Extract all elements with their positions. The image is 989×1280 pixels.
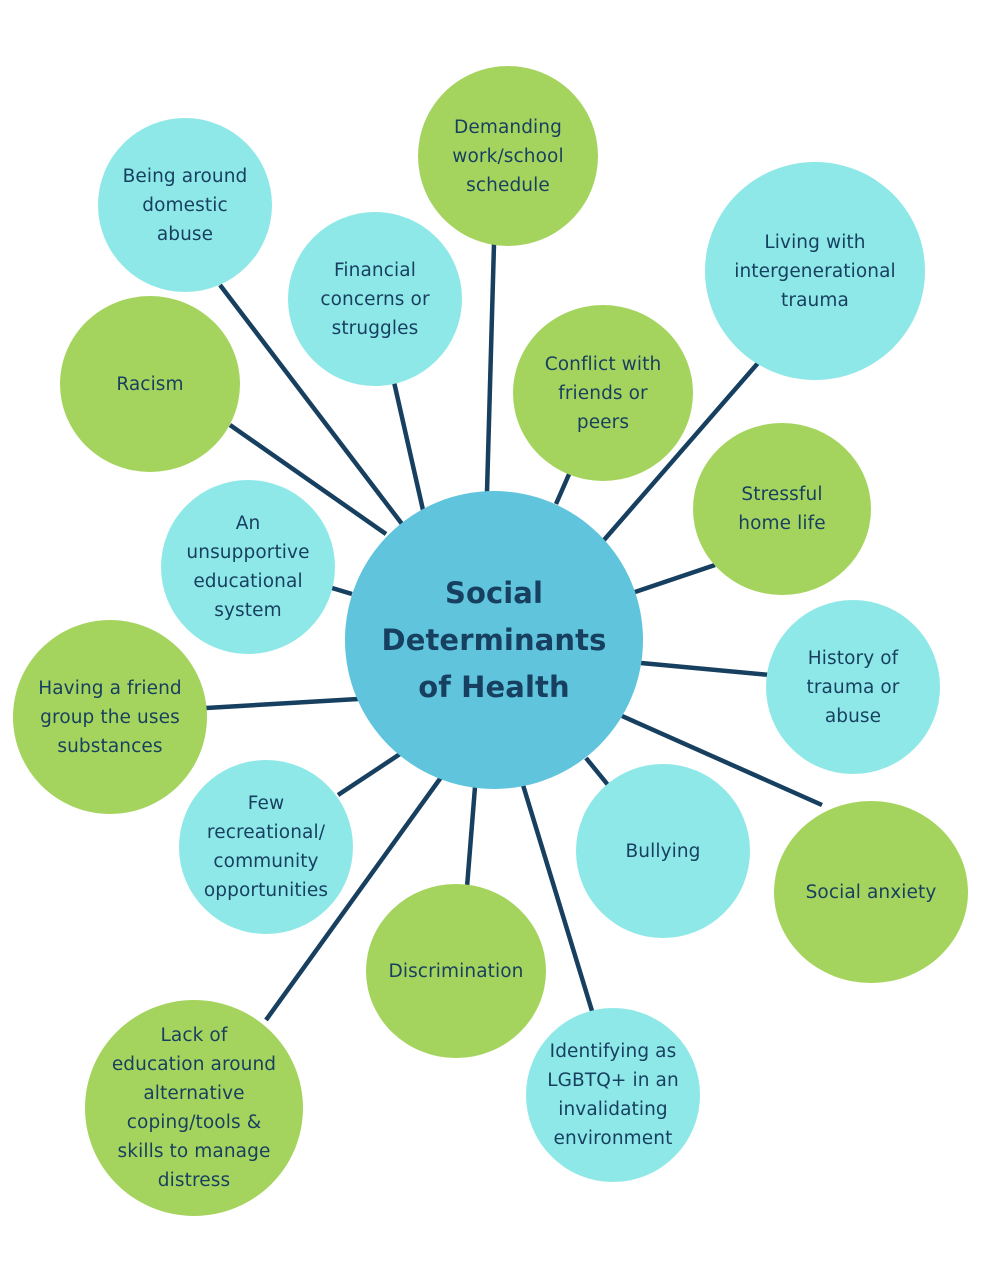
node-label: Discrimination xyxy=(388,960,524,982)
node-domestic-abuse: Being around domestic abuse xyxy=(98,118,272,292)
node-bullying: Bullying xyxy=(576,764,750,938)
node-social-anxiety: Social anxiety xyxy=(774,801,968,983)
node-stressful-home: Stressful home life xyxy=(693,423,871,595)
node-racism: Racism xyxy=(60,296,240,472)
node-label: Lack of education around alternative cop… xyxy=(111,1025,277,1191)
node-unsupportive-education: An unsupportive educational system xyxy=(161,480,335,654)
node-lgbtq-invalidating: Identifying as LGBTQ+ in an invalidating… xyxy=(526,1008,700,1182)
center-label: Social Determinants of Health xyxy=(381,575,607,704)
connector-few-recreational xyxy=(336,752,402,797)
connector-domestic-abuse xyxy=(218,283,404,526)
node-label: Racism xyxy=(116,373,184,395)
node-label: Identifying as LGBTQ+ in an invalidating… xyxy=(547,1041,679,1149)
node-label: Demanding work/school schedule xyxy=(452,116,564,196)
node-label: Financial concerns or struggles xyxy=(320,259,430,339)
node-label: Conflict with friends or peers xyxy=(544,353,662,433)
connector-lgbtq-invalidating xyxy=(520,784,595,1012)
node-financial-concerns: Financial concerns or struggles xyxy=(288,212,462,386)
node-label: Being around domestic abuse xyxy=(122,165,248,245)
node-label: Living with intergenerational trauma xyxy=(734,231,896,311)
connector-bullying xyxy=(584,756,610,787)
node-history-trauma: History of trauma or abuse xyxy=(766,600,940,774)
node-lack-education-coping: Lack of education around alternative cop… xyxy=(85,1000,303,1216)
node-label: Stressful home life xyxy=(738,484,826,534)
node-label: Having a friend group the uses substance… xyxy=(38,677,182,757)
node-label: An unsupportive educational system xyxy=(186,513,310,621)
connector-social-anxiety xyxy=(621,713,823,808)
node-label: Social anxiety xyxy=(805,881,937,903)
node-conflict-peers: Conflict with friends or peers xyxy=(513,305,693,481)
connector-conflict-peers xyxy=(553,471,573,505)
connector-discrimination xyxy=(464,786,478,888)
connector-racism xyxy=(228,423,388,536)
node-friend-substances: Having a friend group the uses substance… xyxy=(13,620,207,814)
node-few-recreational: Few recreational/ community opportunitie… xyxy=(179,760,353,934)
node-label: Bullying xyxy=(625,840,701,862)
connector-lack-education-coping xyxy=(264,774,444,1022)
connector-friend-substances xyxy=(205,696,359,711)
connector-history-trauma xyxy=(640,660,771,678)
node-discrimination: Discrimination xyxy=(366,884,546,1058)
connector-demanding-schedule xyxy=(484,243,497,493)
center-node: Social Determinants of Health xyxy=(345,491,643,789)
connector-financial-concerns xyxy=(391,381,426,511)
node-label: Few recreational/ community opportunitie… xyxy=(203,793,329,901)
connector-intergenerational-trauma xyxy=(602,361,760,542)
node-demanding-schedule: Demanding work/school schedule xyxy=(418,66,598,246)
connector-stressful-home xyxy=(634,562,716,595)
node-intergenerational-trauma: Living with intergenerational trauma xyxy=(705,162,925,380)
node-label: History of trauma or abuse xyxy=(806,647,900,727)
connector-unsupportive-education xyxy=(331,585,353,597)
